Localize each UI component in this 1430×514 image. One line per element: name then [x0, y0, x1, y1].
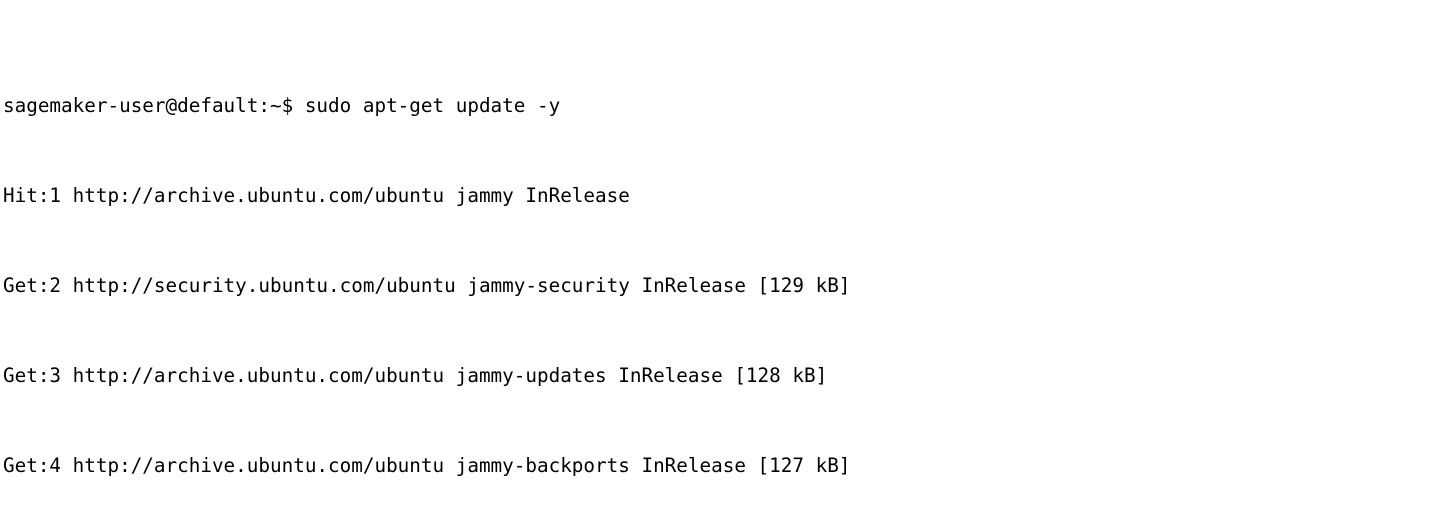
terminal-output: sagemaker-user@default:~$ sudo apt-get u… — [3, 1, 1059, 514]
terminal-line-get-3: Get:3 http://archive.ubuntu.com/ubuntu j… — [3, 364, 828, 387]
terminal-line-get-2: Get:2 http://security.ubuntu.com/ubuntu … — [3, 274, 851, 297]
terminal-line-get-4: Get:4 http://archive.ubuntu.com/ubuntu j… — [3, 454, 851, 477]
terminal-line-hit-1: Hit:1 http://archive.ubuntu.com/ubuntu j… — [3, 184, 630, 207]
terminal-line-command: sagemaker-user@default:~$ sudo apt-get u… — [3, 94, 561, 117]
